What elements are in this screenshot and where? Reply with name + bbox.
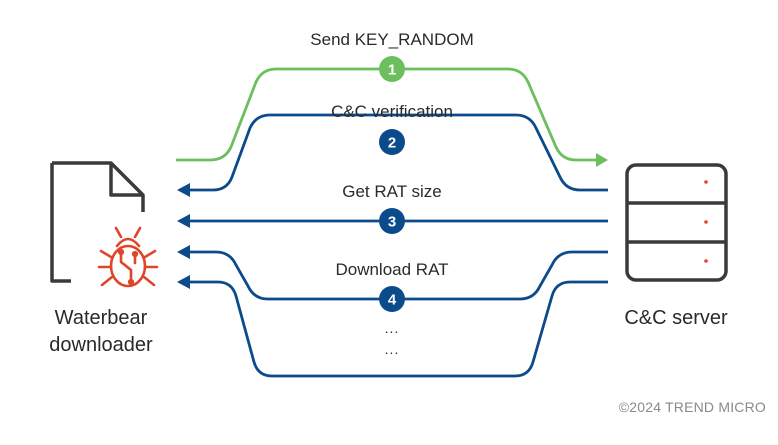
arrow-head-right [596,153,608,167]
arrow-head-left [177,214,190,228]
svg-text:2: 2 [388,135,396,152]
client-label-line1: Waterbear [54,307,148,329]
step-1-badge: 1 [379,56,405,82]
step-2-label: C&C verification [331,102,453,121]
server-indicator-3 [704,259,708,263]
bug-icon [97,226,159,288]
step-4-label: Download RAT [335,260,449,279]
server-indicator-1 [704,180,708,184]
step-2-badge: 2 [379,129,405,155]
step-4-badge: 4 [379,286,405,312]
continuation-dots-2: ... [384,341,400,357]
step-3-label: Get RAT size [342,182,442,201]
svg-text:1: 1 [388,62,396,79]
arrow-head-left [177,183,190,197]
svg-text:4: 4 [388,292,397,309]
copyright-notice: ©2024 TREND MICRO [618,399,766,415]
step-1-label: Send KEY_RANDOM [310,30,474,49]
server-label: C&C server [624,307,728,329]
step-3-badge: 3 [379,208,405,234]
client-label-line2: downloader [49,334,153,356]
continuation-flow [177,275,608,378]
step-2-flow [177,113,608,197]
client-label: Waterbear downloader [49,305,152,359]
arrow-head-left [177,275,190,289]
server-icon [625,163,728,282]
server-indicator-2 [704,220,708,224]
svg-text:3: 3 [388,214,396,231]
arrow-head-left [177,245,190,259]
continuation-dots-1: ... [384,320,400,336]
document-icon [50,161,145,283]
